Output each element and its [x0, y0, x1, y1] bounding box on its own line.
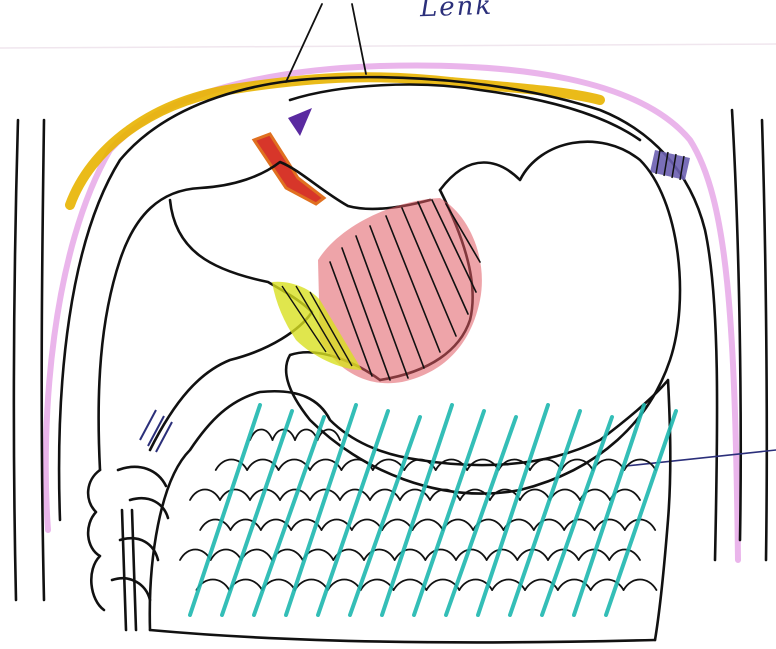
right-body-wall-line-2 [762, 120, 767, 560]
omentum-scallop [220, 490, 250, 501]
leader-line-right [352, 4, 366, 74]
left-body-wall-line-2 [42, 120, 44, 600]
omentum-teal-stroke [446, 417, 516, 615]
omentum-scallop [340, 490, 370, 501]
omentum-teal-stroke [510, 411, 580, 615]
left-dark-hatch [140, 410, 172, 452]
omentum-teal-stroke [318, 411, 388, 615]
omentum-teal-stroke [574, 405, 644, 615]
omentum-scallop [564, 520, 594, 531]
omentum-teal-stroke [382, 405, 452, 615]
omentum-scallop [200, 520, 230, 531]
omentum-scallop [413, 520, 443, 531]
purple-accent-right [650, 150, 690, 180]
omentum-scallop [400, 490, 430, 501]
paper-rule-line [0, 44, 776, 48]
omentum-bottom-line [150, 630, 655, 642]
omentum-scallop [190, 490, 220, 501]
omentum-scallop [382, 520, 412, 531]
omentum-scallop [595, 520, 625, 531]
omentum-teal-stroke [350, 417, 420, 615]
leader-line-omentum [626, 450, 776, 466]
omentum-scallop [352, 520, 382, 531]
omentum-scallop [211, 550, 242, 561]
omentum-scallop [295, 580, 328, 591]
omentum-scallop [295, 430, 318, 441]
omentum-teal-stroke [478, 405, 548, 615]
omentum-scallop [487, 550, 518, 561]
omentum-scallop [624, 580, 657, 591]
omentum-scallop [425, 550, 456, 561]
omentum-scallop [328, 580, 361, 591]
omentum-scallop [520, 490, 550, 501]
intestine-loops [88, 467, 168, 630]
orange-red-accent [254, 134, 324, 204]
omentum-scallop [456, 550, 487, 561]
left-body-wall-line [14, 120, 18, 600]
omentum-teal-stroke [542, 417, 612, 615]
omentum-scallop [361, 580, 394, 591]
omentum-teal-stroke [254, 417, 324, 615]
omentum-teal-stroke [414, 411, 484, 615]
omentum-scallop [180, 550, 211, 561]
purple-accent-top [288, 108, 312, 136]
